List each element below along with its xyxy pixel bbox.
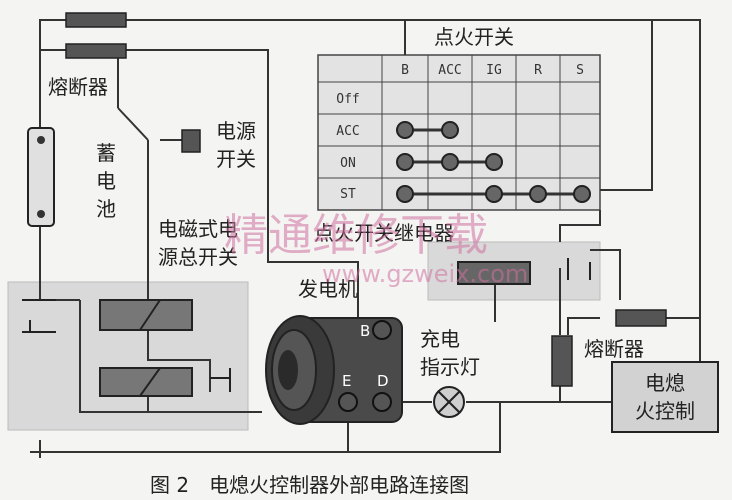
relay-label: 点火开关继电器 <box>314 221 454 245</box>
fuse-top-upper <box>65 12 127 28</box>
col-header-ig: IG <box>486 63 502 78</box>
battery <box>27 127 55 227</box>
row-header-on: ON <box>340 156 356 171</box>
terminal-d-label: D <box>377 372 389 390</box>
contact-acc-acc <box>441 121 459 139</box>
battery-label-3: 池 <box>96 197 116 221</box>
controller-label-1: 电熄 <box>645 371 685 395</box>
col-header-r: R <box>534 63 542 78</box>
fuse-top-label: 熔断器 <box>48 75 108 99</box>
power-switch <box>181 129 201 153</box>
fuse-top-lower <box>65 43 127 59</box>
contact-st-r <box>529 185 547 203</box>
contact-on-b <box>396 153 414 171</box>
col-header-acc: ACC <box>438 63 461 78</box>
row-header-off: Off <box>336 92 359 107</box>
em-coil-lower <box>99 367 193 397</box>
em-coil-upper <box>99 299 193 331</box>
contact-st-s <box>573 185 591 203</box>
battery-label-2: 电 <box>96 169 116 193</box>
watermark-text: 精通维修下载 <box>224 210 488 261</box>
contact-st-b <box>396 185 414 203</box>
wires <box>30 19 701 458</box>
contact-on-acc <box>441 153 459 171</box>
generator <box>265 315 403 425</box>
controller-box <box>611 361 719 433</box>
terminal-b-label: B <box>360 322 370 340</box>
fuse-right-label: 熔断器 <box>584 337 644 361</box>
relay-coil <box>457 261 531 285</box>
col-header-b: B <box>401 63 409 78</box>
em-switch-contacts <box>22 299 56 333</box>
contact-acc-b <box>396 121 414 139</box>
power-switch-label-1: 电源 <box>216 119 256 143</box>
fuse-right-vertical <box>551 335 573 387</box>
col-header-s: S <box>576 63 584 78</box>
charge-lamp-label-1: 充电 <box>420 327 460 351</box>
contact-on-ig <box>485 153 503 171</box>
fuse-right-horizontal <box>615 309 667 327</box>
ignition-switch-table: B ACC IG R S Off ACC ON ST <box>317 54 601 211</box>
watermark-url: www.gzweix.com <box>322 260 528 288</box>
em-switch-label-2: 源总开关 <box>158 245 238 269</box>
charge-lamp-label-2: 指示灯 <box>420 355 480 379</box>
em-switch-label-1: 电磁式电 <box>158 217 238 241</box>
battery-label-1: 蓄 <box>96 141 116 165</box>
generator-label: 发电机 <box>298 277 358 301</box>
figure-caption: 图 2 电熄火控制器外部电路连接图 <box>150 473 469 497</box>
controller-label-2: 火控制 <box>635 399 695 423</box>
terminal-e-label: E <box>342 372 351 390</box>
charge-lamp-icon <box>433 386 465 418</box>
row-header-acc: ACC <box>336 124 359 139</box>
contact-st-ig <box>485 185 503 203</box>
row-header-st: ST <box>340 187 356 202</box>
ignition-switch-label: 点火开关 <box>434 25 514 49</box>
power-switch-label-2: 开关 <box>216 147 256 171</box>
